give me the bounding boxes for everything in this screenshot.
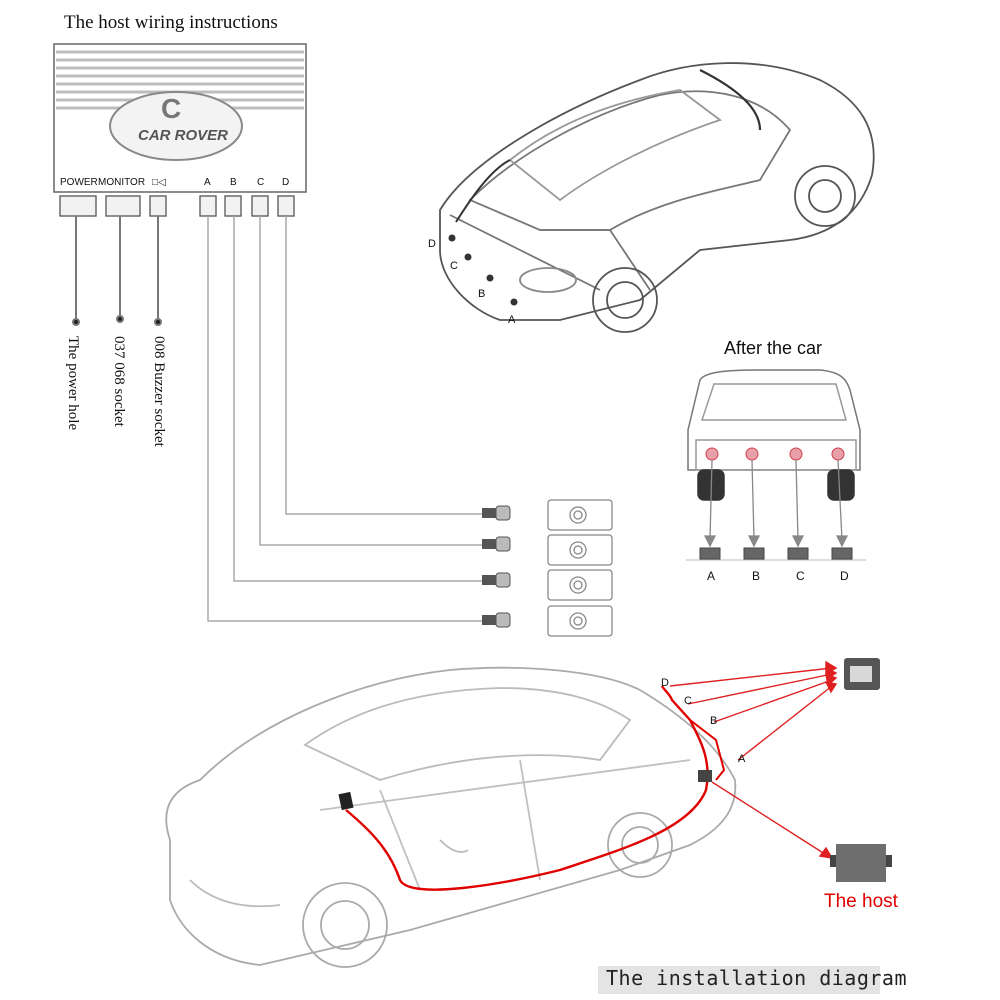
diagram-caption: The installation diagram bbox=[606, 966, 907, 990]
host-unit-box bbox=[53, 43, 307, 193]
port-label-c: C bbox=[257, 177, 265, 188]
rear-view-car bbox=[687, 369, 861, 501]
buzzer-socket-dot bbox=[154, 318, 162, 326]
port-a bbox=[199, 195, 217, 217]
top-car-illustration bbox=[439, 62, 875, 333]
diagram-heading: The host wiring instructions bbox=[64, 12, 278, 33]
host-label: The host bbox=[824, 891, 898, 912]
install-sensor-unit bbox=[844, 658, 880, 690]
rear-sensor-arrows bbox=[703, 459, 849, 548]
install-label-b: B bbox=[710, 715, 718, 727]
label-power-hole: The power hole bbox=[65, 336, 81, 431]
rear-label-b: B bbox=[752, 569, 761, 583]
install-label-c: C bbox=[684, 695, 692, 707]
port-label-power: POWER bbox=[60, 177, 98, 188]
sensor-units bbox=[547, 499, 613, 637]
port-label-monitor: MONITOR bbox=[98, 177, 146, 188]
socket-wires bbox=[72, 216, 162, 326]
port-d bbox=[277, 195, 295, 217]
rear-view-title: After the car bbox=[724, 338, 823, 358]
rear-label-d: D bbox=[840, 569, 849, 583]
top-car-label-b: B bbox=[478, 288, 486, 300]
top-car-label-d: D bbox=[428, 238, 436, 250]
port-label-d: D bbox=[282, 177, 290, 188]
brand-logo-letter: C bbox=[161, 93, 182, 124]
monitor-socket-dot bbox=[116, 315, 124, 323]
port-label-a: A bbox=[204, 177, 211, 188]
install-sensor-arrows bbox=[669, 660, 838, 859]
caption-box bbox=[598, 966, 880, 994]
install-monitor bbox=[338, 791, 354, 811]
port-label-b: B bbox=[230, 177, 237, 188]
sensor-wires bbox=[207, 216, 482, 622]
install-host-unit bbox=[830, 844, 892, 882]
rear-label-c: C bbox=[796, 569, 805, 583]
install-red-wire bbox=[345, 685, 709, 891]
install-label-a: A bbox=[738, 753, 746, 765]
rear-label-a: A bbox=[707, 569, 716, 583]
port-monitor bbox=[105, 195, 141, 217]
label-buzzer-socket: 008 Buzzer socket bbox=[151, 336, 167, 447]
port-buzzer bbox=[149, 195, 167, 217]
port-power bbox=[59, 195, 97, 217]
top-car-label-a: A bbox=[508, 314, 516, 326]
power-hole-dot bbox=[72, 318, 80, 326]
install-host-in-trunk bbox=[698, 770, 712, 782]
label-monitor-socket: 037 068 socket bbox=[111, 336, 127, 427]
rear-sensor-icons bbox=[686, 547, 866, 561]
host-ports bbox=[59, 195, 295, 217]
brand-name: CAR ROVER bbox=[138, 127, 229, 144]
top-car-sensor-dots bbox=[448, 234, 518, 306]
sensor-connectors bbox=[482, 505, 511, 628]
top-car-label-c: C bbox=[450, 260, 458, 272]
brand-oval bbox=[109, 91, 243, 161]
port-label-buzzer: □◁ bbox=[152, 177, 166, 188]
port-b bbox=[224, 195, 242, 217]
install-label-d: D bbox=[661, 677, 669, 689]
port-c bbox=[251, 195, 269, 217]
install-car-illustration bbox=[165, 666, 737, 968]
rear-sensor-markers bbox=[705, 447, 845, 461]
